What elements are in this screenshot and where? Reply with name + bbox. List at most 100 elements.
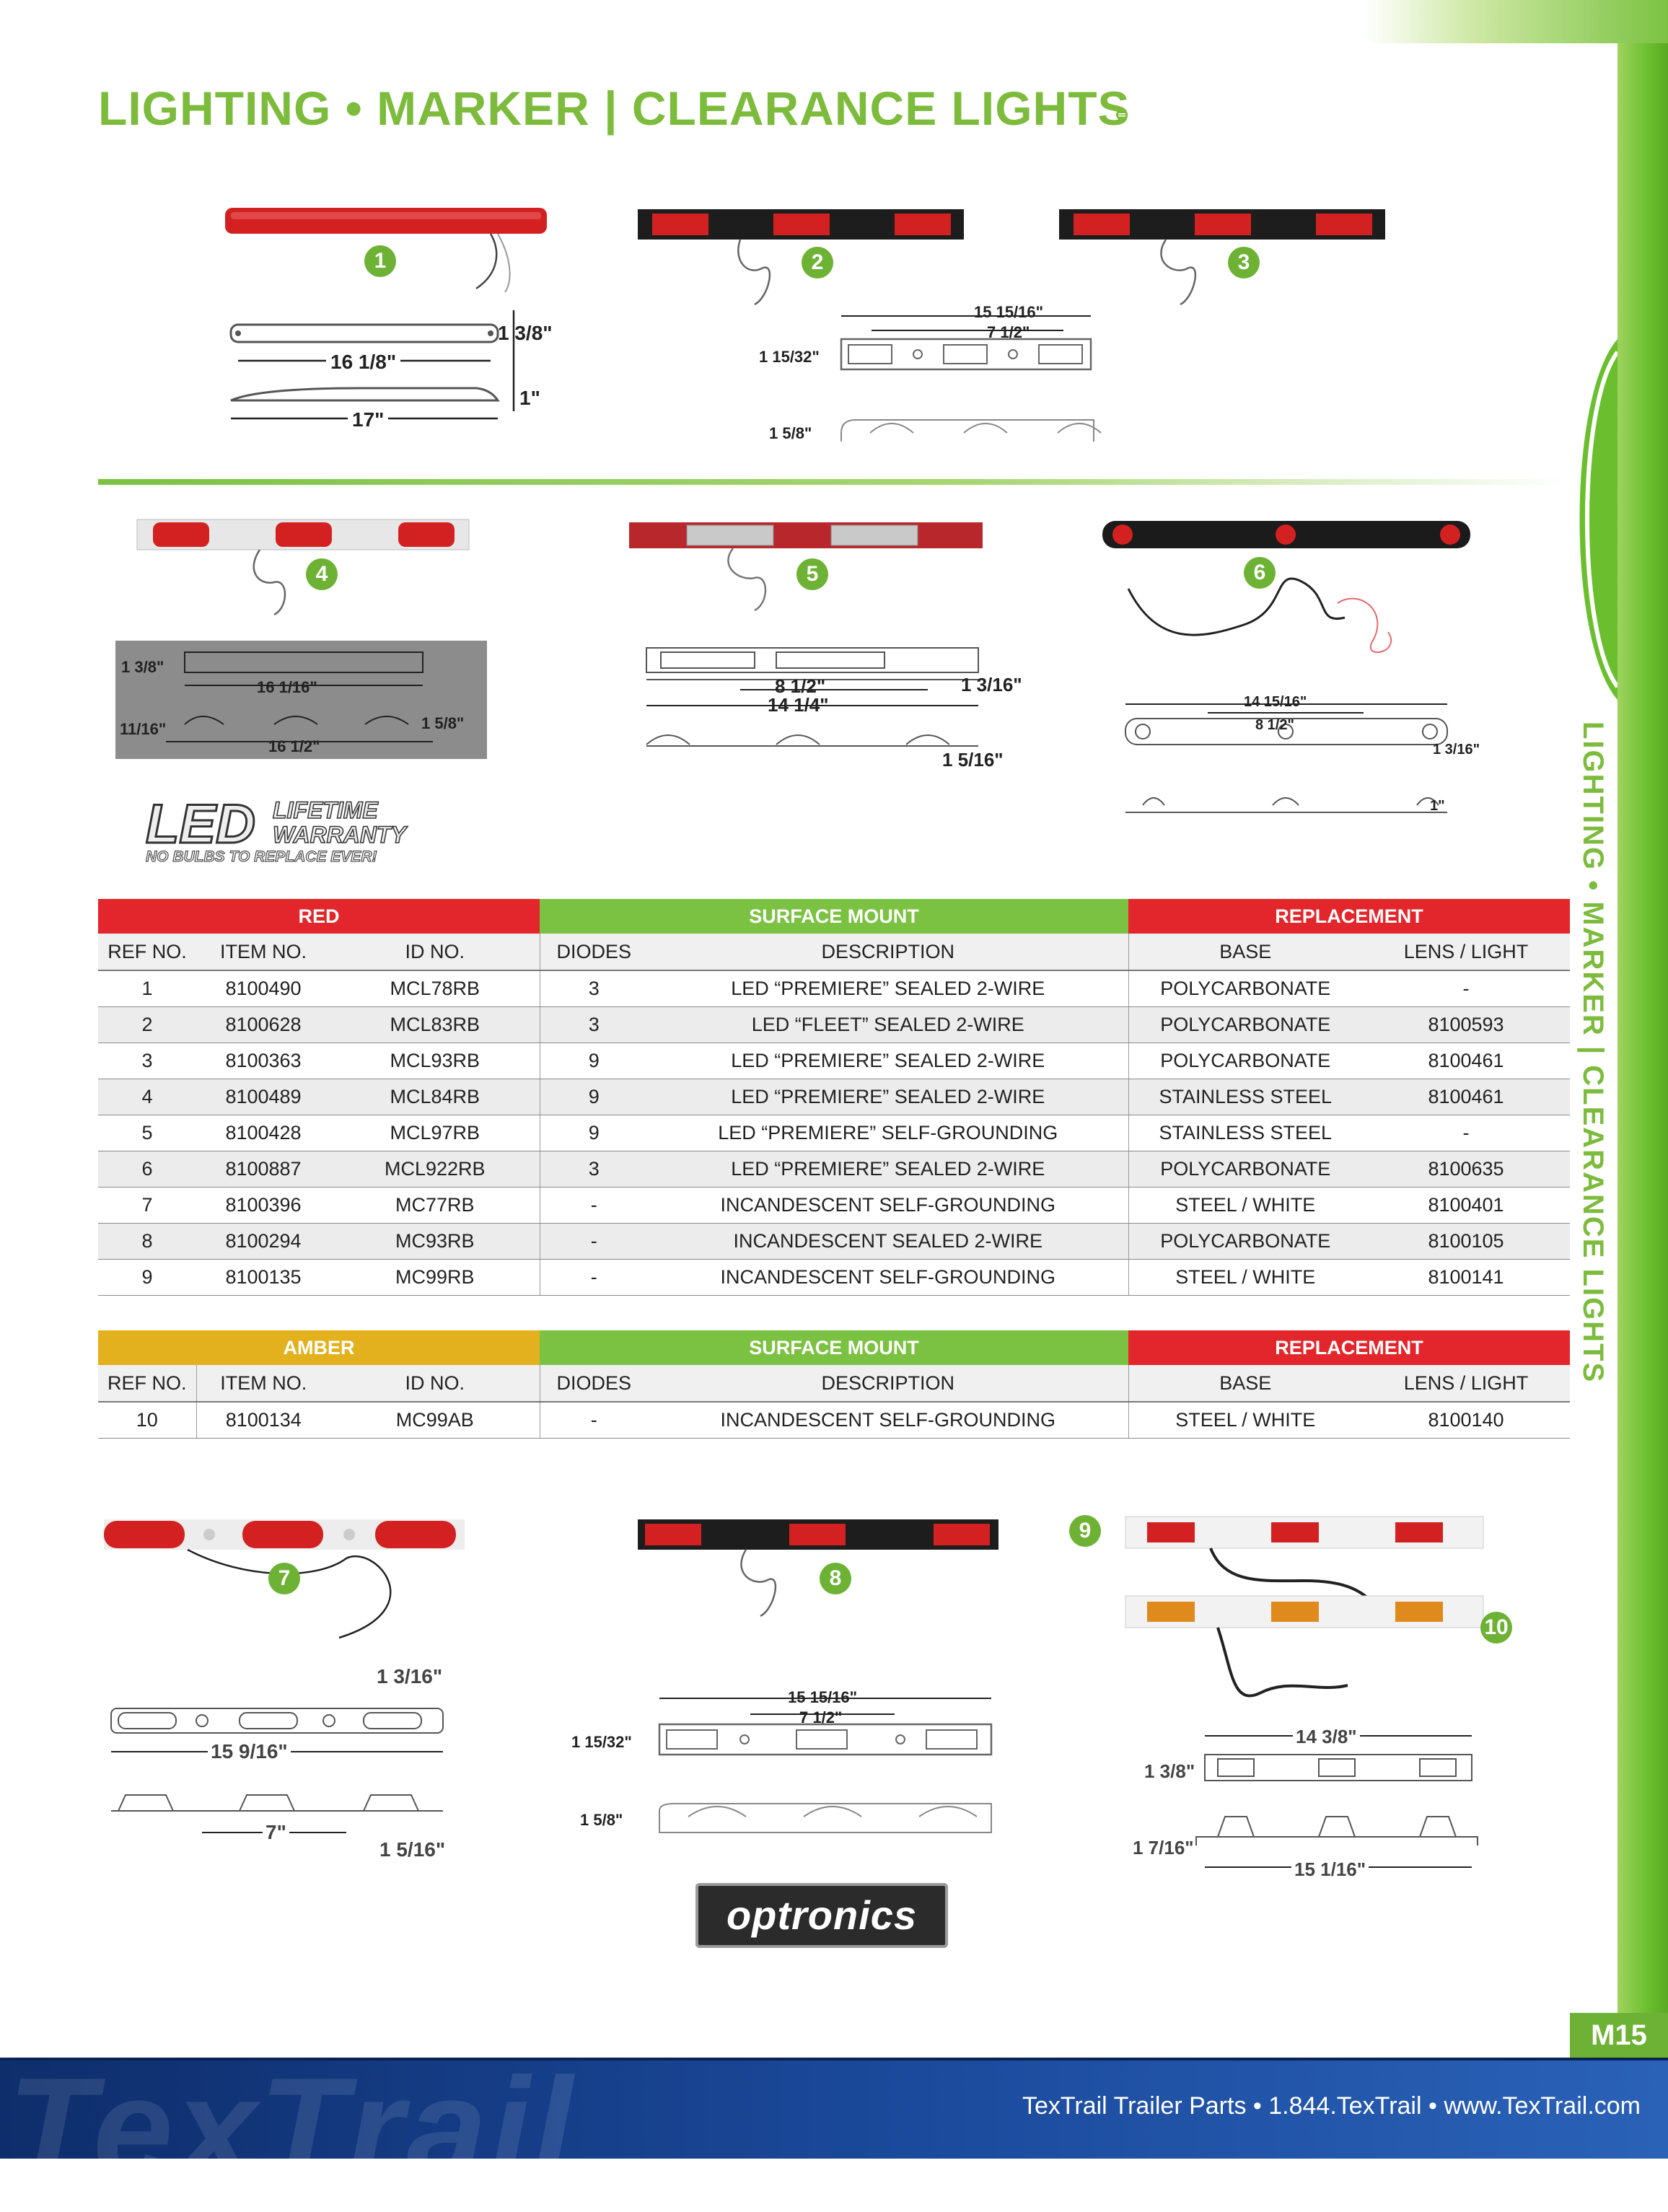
cell-description: LED “PREMIERE” SEALED 2-WIRE — [648, 1151, 1129, 1188]
dim-label: 1 3/8" — [121, 658, 164, 676]
cell-item: 8100490 — [196, 970, 330, 1007]
cell-base: POLYCARBONATE — [1128, 970, 1362, 1007]
col-header: LENS / LIGHT — [1362, 934, 1570, 971]
cell-item: 8100396 — [196, 1187, 330, 1224]
cell-lens: 8100105 — [1362, 1223, 1570, 1260]
dim-label: 8 1/2" — [775, 675, 826, 697]
dim-label: 1 5/16" — [379, 1838, 446, 1861]
cell-id: MCL93RB — [330, 1043, 540, 1079]
cell-base: POLYCARBONATE — [1128, 1151, 1362, 1188]
dim-label: 1" — [519, 387, 540, 409]
cell-diodes: - — [540, 1223, 648, 1260]
dim-label: 1 3/8" — [498, 322, 553, 344]
dim-label: 15 15/16" — [974, 303, 1044, 321]
col-header: DIODES — [540, 1365, 648, 1403]
cell-lens: 8100141 — [1362, 1259, 1570, 1296]
dim-label: 8 1/2" — [1255, 717, 1294, 733]
cell-base: STEEL / WHITE — [1128, 1187, 1362, 1224]
dim-label: 16 1/8" — [326, 351, 401, 374]
optronics-logo: optronics — [695, 1883, 948, 1948]
dim-label: 1 5/8" — [769, 424, 812, 442]
led-logo-led: LED — [146, 794, 255, 855]
cell-description: INCANDESCENT SELF-GROUNDING — [648, 1402, 1129, 1439]
dim-label: 1" — [1430, 798, 1445, 814]
dim-label: 1 15/32" — [759, 348, 820, 366]
amber-lights-table: AMBER SURFACE MOUNT REPLACEMENT REF NO. … — [98, 1330, 1570, 1439]
product-5-figure — [629, 522, 983, 747]
product-4-figure — [115, 519, 487, 759]
col-header: DIODES — [540, 934, 648, 971]
cell-description: LED “PREMIERE” SEALED 2-WIRE — [648, 1043, 1129, 1079]
cell-id: MCL97RB — [330, 1115, 540, 1151]
page-title: LIGHTING • MARKER | CLEARANCE LIGHTS — [98, 82, 1131, 135]
col-header: LENS / LIGHT — [1362, 1365, 1570, 1403]
cell-lens: 8100635 — [1362, 1151, 1570, 1188]
side-color-bar — [1617, 43, 1668, 2020]
cell-base: STAINLESS STEEL — [1128, 1115, 1362, 1151]
cell-ref: 10 — [98, 1402, 197, 1439]
product-badge-1: 1 — [364, 245, 396, 277]
dim-label: 7" — [263, 1821, 289, 1844]
cell-description: INCANDESCENT SEALED 2-WIRE — [648, 1223, 1129, 1260]
product-badge-3: 3 — [1228, 247, 1260, 278]
cell-id: MCL83RB — [330, 1006, 540, 1043]
dim-label: 15 1/16" — [1291, 1858, 1369, 1881]
band-red: RED — [98, 899, 540, 934]
cell-base: POLYCARBONATE — [1128, 1223, 1362, 1260]
cell-id: MC99RB — [330, 1259, 540, 1296]
cell-lens: - — [1362, 1115, 1570, 1151]
cell-item: 8100489 — [196, 1079, 330, 1115]
col-header: ITEM NO. — [196, 934, 330, 971]
dim-label: 1 3/8" — [1144, 1760, 1195, 1782]
cell-diodes: 9 — [540, 1115, 648, 1151]
cell-diodes: 3 — [540, 970, 648, 1007]
cell-item: 8100887 — [196, 1151, 330, 1188]
product-badge-9: 9 — [1069, 1515, 1101, 1547]
cell-description: LED “PREMIERE” SEALED 2-WIRE — [648, 1079, 1129, 1115]
cell-ref: 1 — [98, 970, 196, 1007]
dim-label: 1 5/16" — [942, 749, 1004, 771]
cell-base: STAINLESS STEEL — [1128, 1079, 1362, 1115]
cell-base: POLYCARBONATE — [1128, 1043, 1362, 1079]
dim-label: 1 3/16" — [961, 674, 1022, 695]
cell-item: 8100363 — [196, 1043, 330, 1079]
page-number-badge: M15 — [1570, 2013, 1668, 2058]
band-replacement: REPLACEMENT — [1128, 1330, 1570, 1365]
cell-id: MCL84RB — [330, 1079, 540, 1115]
dim-label: 16 1/2" — [268, 737, 320, 755]
band-surface-mount: SURFACE MOUNT — [540, 899, 1128, 934]
col-header: REF NO. — [98, 934, 196, 971]
cell-id: MC77RB — [330, 1187, 540, 1224]
cell-diodes: 3 — [540, 1006, 648, 1043]
product-badge-5: 5 — [796, 558, 828, 590]
cell-id: MC99AB — [330, 1402, 540, 1439]
dim-label: 1 3/16" — [377, 1665, 443, 1687]
cell-diodes: 3 — [540, 1151, 648, 1188]
col-header: ITEM NO. — [196, 1365, 330, 1403]
product-1-figure — [225, 208, 547, 420]
cell-ref: 9 — [98, 1259, 196, 1296]
side-tab-label: LIGHTING • MARKER | CLEARANCE LIGHTS — [1577, 721, 1609, 1384]
red-lights-table: RED SURFACE MOUNT REPLACEMENT REF NO. IT… — [98, 899, 1570, 1296]
band-replacement: REPLACEMENT — [1128, 899, 1570, 934]
cell-lens: - — [1362, 970, 1570, 1007]
cell-description: LED “PREMIERE” SEALED 2-WIRE — [648, 970, 1129, 1007]
product-8-figure — [638, 1519, 998, 1833]
cell-diodes: - — [540, 1259, 648, 1296]
cell-diodes: - — [540, 1402, 648, 1439]
cell-description: INCANDESCENT SELF-GROUNDING — [648, 1259, 1129, 1296]
dim-label: 7 1/2" — [987, 323, 1030, 341]
cell-item: 8100628 — [196, 1006, 330, 1043]
dim-label: 7 1/2" — [799, 1708, 843, 1726]
dim-label: 1 7/16" — [1133, 1837, 1194, 1858]
cell-diodes: 9 — [540, 1043, 648, 1079]
led-logo-lifetime: LIFETIME — [273, 797, 379, 823]
cell-base: STEEL / WHITE — [1128, 1259, 1362, 1296]
cell-lens: 8100593 — [1362, 1006, 1570, 1043]
footer-top-line — [0, 2058, 1668, 2060]
